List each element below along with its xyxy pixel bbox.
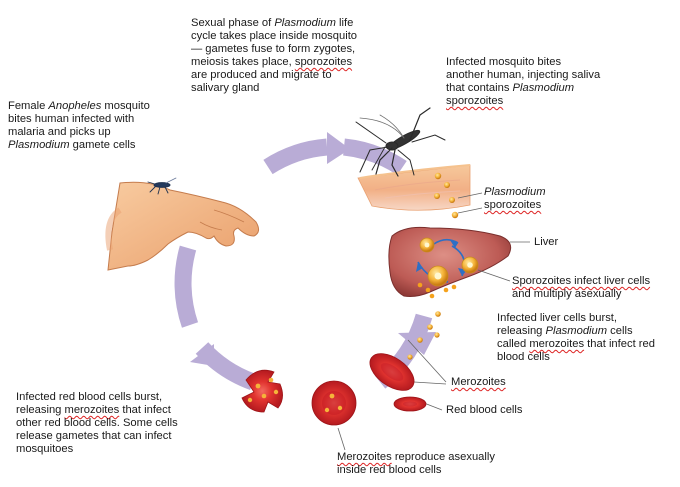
rbc-infected [311,380,357,426]
label-merozoites-reproduce: Merozoites reproduce asexually inside re… [337,451,495,476]
sporozoites-in-skin [434,172,459,219]
label-sporozoites-infect: Sporozoites infect liver cells and multi… [512,275,651,300]
label-liver-cells-burst: Infected liver cells burst, releasing Pl… [497,312,655,363]
cycle-arrowhead-right [398,332,436,355]
label-female-anopheles: Female Anopheles mosquito bites human in… [8,100,150,151]
red-blood-cells-group [241,353,427,426]
cycle-arrowhead-left [190,344,214,366]
label-red-blood-cells: Red blood cells [446,404,523,416]
cycle-arrowheads [190,132,436,366]
cycle-arrowhead-top [327,132,350,164]
liver-icon [388,226,512,297]
infected-liver-cells [417,237,479,299]
rbc-tilted [369,353,415,391]
label-plasmodium-sporozoites: Plasmodium sporozoites [484,186,546,211]
label-sexual-phase: Sexual phase of Plasmodium life cycle ta… [191,17,358,94]
hand-icon [105,181,260,271]
label-liver: Liver [534,236,559,248]
rbc-bursting [241,369,283,413]
label-rbc-burst: Infected red blood cells burst, releasin… [16,391,178,455]
mosquito-on-hand-icon [147,177,177,195]
skin-section [357,164,471,211]
label-mosquito-bites-other: Infected mosquito bites another human, i… [446,56,601,107]
rbc-flat [393,396,427,412]
mosquito-icon [355,107,446,177]
free-merozoites [407,311,441,360]
label-merozoites: Merozoites [451,376,506,388]
